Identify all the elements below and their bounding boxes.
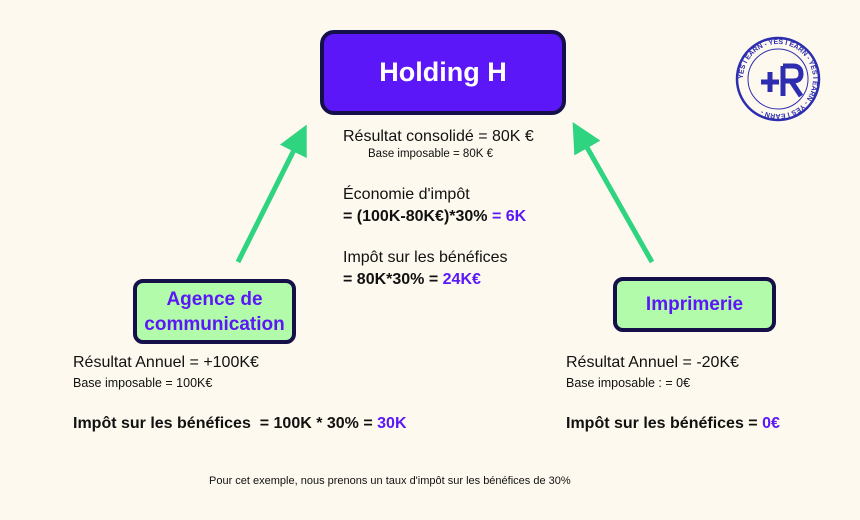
svg-text:YES I EARN - YES I EARN - YES: YES I EARN - YES I EARN - YES I EARN - Y…: [738, 39, 818, 119]
agence-resultat: Résultat Annuel = +100K€: [73, 354, 259, 371]
imprimerie-title: Imprimerie: [645, 294, 744, 315]
holding-impot-label: Impôt sur les bénéfices: [343, 249, 508, 266]
holding-box: Holding H: [320, 30, 566, 115]
agence-impot-result: 30K: [377, 415, 407, 432]
holding-title: Holding H: [379, 57, 507, 87]
agence-box: Agence de communication: [133, 279, 296, 344]
economie-formula: = (100K-80K€)*30%: [343, 208, 488, 225]
holding-impot-result: 24K€: [442, 271, 481, 288]
imprimerie-resultat: Résultat Annuel = -20K€: [566, 354, 740, 371]
agence-impot-formula: Impôt sur les bénéfices = 100K * 30% =: [73, 415, 373, 432]
agence-title-1: Agence de: [166, 288, 263, 310]
imprimerie-impot-result: 0€: [762, 415, 780, 432]
economie-label: Économie d'impôt: [343, 186, 470, 203]
imprimerie-box: Imprimerie: [613, 277, 776, 332]
holding-impot-formula: = 80K*30% =: [343, 271, 439, 288]
imprimerie-base: Base imposable : = 0€: [566, 376, 691, 390]
imprimerie-impot-formula: Impôt sur les bénéfices =: [566, 415, 758, 432]
economie-result: = 6K: [491, 208, 527, 225]
holding-base: Base imposable = 80K €: [368, 148, 493, 160]
arrow-imprimerie-to-holding: [572, 121, 655, 264]
agence-title-2: communication: [144, 313, 285, 335]
agence-base: Base imposable = 100K€: [73, 376, 213, 390]
arrow-agence-to-holding: [235, 124, 307, 264]
holding-resultat: Résultat consolidé = 80K €: [343, 128, 534, 145]
yes-i-earn-logo: YES I EARN - YES I EARN - YES I EARN - Y…: [735, 36, 821, 122]
footnote: Pour cet exemple, nous prenons un taux d…: [209, 475, 571, 487]
